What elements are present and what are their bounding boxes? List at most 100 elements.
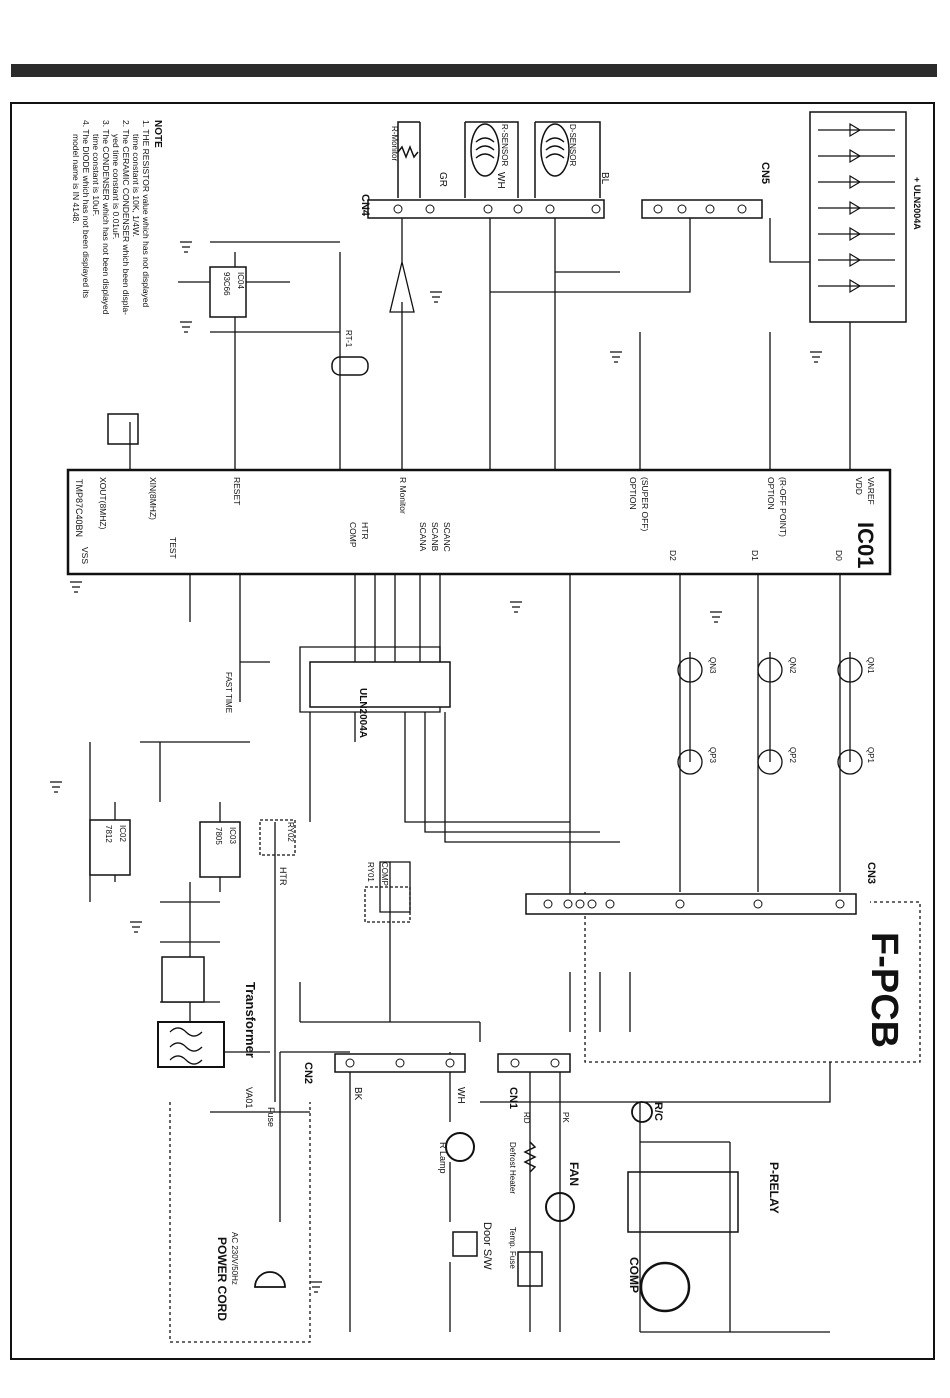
relay-ry01 xyxy=(364,886,411,923)
svg-text:(SUPER OFF): (SUPER OFF) xyxy=(640,477,650,531)
relay-ry02 xyxy=(259,819,296,856)
uln2004a-array: + ULN2004A xyxy=(809,111,922,323)
ic02-regulator xyxy=(89,819,131,876)
svg-text:VAREF: VAREF xyxy=(866,477,876,505)
svg-text:OPTION: OPTION xyxy=(628,477,638,510)
svg-text:RY01: RY01 xyxy=(366,862,375,882)
svg-text:D-SENSOR: D-SENSOR xyxy=(568,124,577,166)
svg-text:R-SENSOR: R-SENSOR xyxy=(500,124,509,166)
svg-text:VA01: VA01 xyxy=(244,1087,254,1108)
connector-cn2: CN2 xyxy=(302,1053,466,1084)
svg-text:+ ULN2004A: + ULN2004A xyxy=(912,177,922,230)
svg-text:IC04: IC04 xyxy=(236,272,245,289)
svg-text:QP2: QP2 xyxy=(788,747,797,764)
svg-text:CN1: CN1 xyxy=(507,1087,519,1109)
wiring-traces xyxy=(89,218,851,1333)
connector-cn4: CN4 GR WH BL xyxy=(359,172,610,219)
bridge-rectifier xyxy=(161,956,205,1003)
defrost-heater xyxy=(523,1141,537,1173)
svg-text:IC03: IC03 xyxy=(228,827,237,844)
svg-text:Temp. Fuse: Temp. Fuse xyxy=(508,1227,517,1269)
ic04-eeprom xyxy=(209,266,247,318)
notes-block: NOTE 1. THE RESISTOR value which has not… xyxy=(71,120,163,315)
svg-text:R-Monitor: R-Monitor xyxy=(390,126,399,161)
svg-text:(R-OFF POINT): (R-OFF POINT) xyxy=(778,477,788,537)
svg-text:HTR: HTR xyxy=(360,522,370,539)
rt-thermistor xyxy=(331,356,369,376)
svg-text:COMP: COMP xyxy=(627,1257,641,1293)
svg-text:SCANC: SCANC xyxy=(442,522,452,552)
svg-text:AC 230V/50Hz: AC 230V/50Hz xyxy=(230,1232,239,1285)
transistor-array xyxy=(677,657,863,775)
svg-text:XIN(8MHZ): XIN(8MHZ) xyxy=(148,477,158,520)
note-line: model name is IN 4148. xyxy=(71,134,81,224)
svg-text:RY02: RY02 xyxy=(286,822,295,842)
door-switch xyxy=(452,1231,478,1257)
svg-text:CN5: CN5 xyxy=(759,162,771,184)
svg-text:COMP: COMP xyxy=(348,522,358,548)
wiring-diagram: NOTE 1. THE RESISTOR value which has not… xyxy=(10,102,935,1360)
svg-text:SCANA: SCANA xyxy=(418,522,428,552)
svg-text:COMP: COMP xyxy=(380,862,389,886)
connector-cn3: CN3 xyxy=(525,862,877,915)
svg-text:ULN2004A: ULN2004A xyxy=(357,688,368,738)
notes-title: NOTE xyxy=(152,120,163,148)
svg-text:PK: PK xyxy=(561,1112,570,1123)
svg-text:D2: D2 xyxy=(668,550,678,561)
note-line: 2. The CERAMIC CONDENSER which been disp… xyxy=(121,120,131,315)
p-relay xyxy=(627,1171,739,1233)
svg-text:R Lamp: R Lamp xyxy=(438,1142,448,1174)
svg-text:WH: WH xyxy=(455,1087,466,1104)
svg-text:7805: 7805 xyxy=(214,827,223,845)
svg-text:BK: BK xyxy=(352,1087,363,1101)
svg-text:GR: GR xyxy=(437,172,448,187)
svg-text:RESET: RESET xyxy=(232,477,242,505)
svg-text:93C66: 93C66 xyxy=(222,272,231,296)
svg-text:XOUT(8MHZ): XOUT(8MHZ) xyxy=(98,477,108,530)
run-capacitor xyxy=(631,1101,653,1123)
sensors-group xyxy=(397,121,601,198)
f-pcb-label: F-PCB xyxy=(863,932,905,1048)
svg-text:Door S/W: Door S/W xyxy=(481,1222,493,1270)
svg-text:IC01: IC01 xyxy=(853,522,878,568)
svg-text:RD: RD xyxy=(522,1112,531,1124)
power-plug xyxy=(254,1271,286,1288)
ic03-regulator xyxy=(199,821,241,878)
svg-text:P-RELAY: P-RELAY xyxy=(767,1162,781,1214)
svg-text:FAN: FAN xyxy=(567,1162,581,1186)
svg-text:FAST TIME: FAST TIME xyxy=(224,672,233,713)
svg-text:CN3: CN3 xyxy=(865,862,877,884)
svg-text:WH: WH xyxy=(495,172,506,189)
connector-cn5: CN5 xyxy=(641,162,771,219)
svg-text:D1: D1 xyxy=(750,550,760,561)
svg-text:7812: 7812 xyxy=(104,825,113,843)
svg-text:BL: BL xyxy=(599,172,610,185)
uln2004a-mid xyxy=(309,661,451,708)
svg-text:VSS: VSS xyxy=(80,547,90,564)
svg-text:SCANB: SCANB xyxy=(430,522,440,552)
svg-text:D0: D0 xyxy=(834,550,844,561)
temp-fuse xyxy=(517,1251,543,1287)
svg-text:POWER CORD: POWER CORD xyxy=(215,1237,229,1321)
transformer xyxy=(157,1021,225,1068)
note-line: yed time constant is 0.01uF. xyxy=(111,134,121,239)
svg-text:TMP87C40BN: TMP87C40BN xyxy=(74,479,84,537)
svg-text:IC02: IC02 xyxy=(118,825,127,842)
svg-text:CN2: CN2 xyxy=(302,1062,314,1084)
svg-text:QN3: QN3 xyxy=(708,657,717,674)
ic01-main-mcu: IC01 TMP87C40BN XOUT(8MHZ) XIN(8MHZ) RES… xyxy=(66,468,892,576)
svg-text:QN1: QN1 xyxy=(866,657,875,674)
r-lamp xyxy=(445,1132,475,1162)
svg-text:OPTION: OPTION xyxy=(766,477,776,510)
note-line: 1. THE RESISTOR value which has not disp… xyxy=(141,120,151,308)
crystal-oscillator xyxy=(107,413,139,445)
svg-text:HTR: HTR xyxy=(278,867,288,886)
svg-text:Defrost Heater: Defrost Heater xyxy=(508,1142,517,1194)
svg-text:QP3: QP3 xyxy=(708,747,717,764)
svg-text:Fuse: Fuse xyxy=(266,1107,276,1127)
header-bar xyxy=(11,64,937,77)
svg-text:R/C: R/C xyxy=(652,1102,664,1121)
svg-text:VDD: VDD xyxy=(854,477,864,495)
svg-text:CN4: CN4 xyxy=(359,194,371,217)
svg-text:RT-1: RT-1 xyxy=(344,330,353,348)
